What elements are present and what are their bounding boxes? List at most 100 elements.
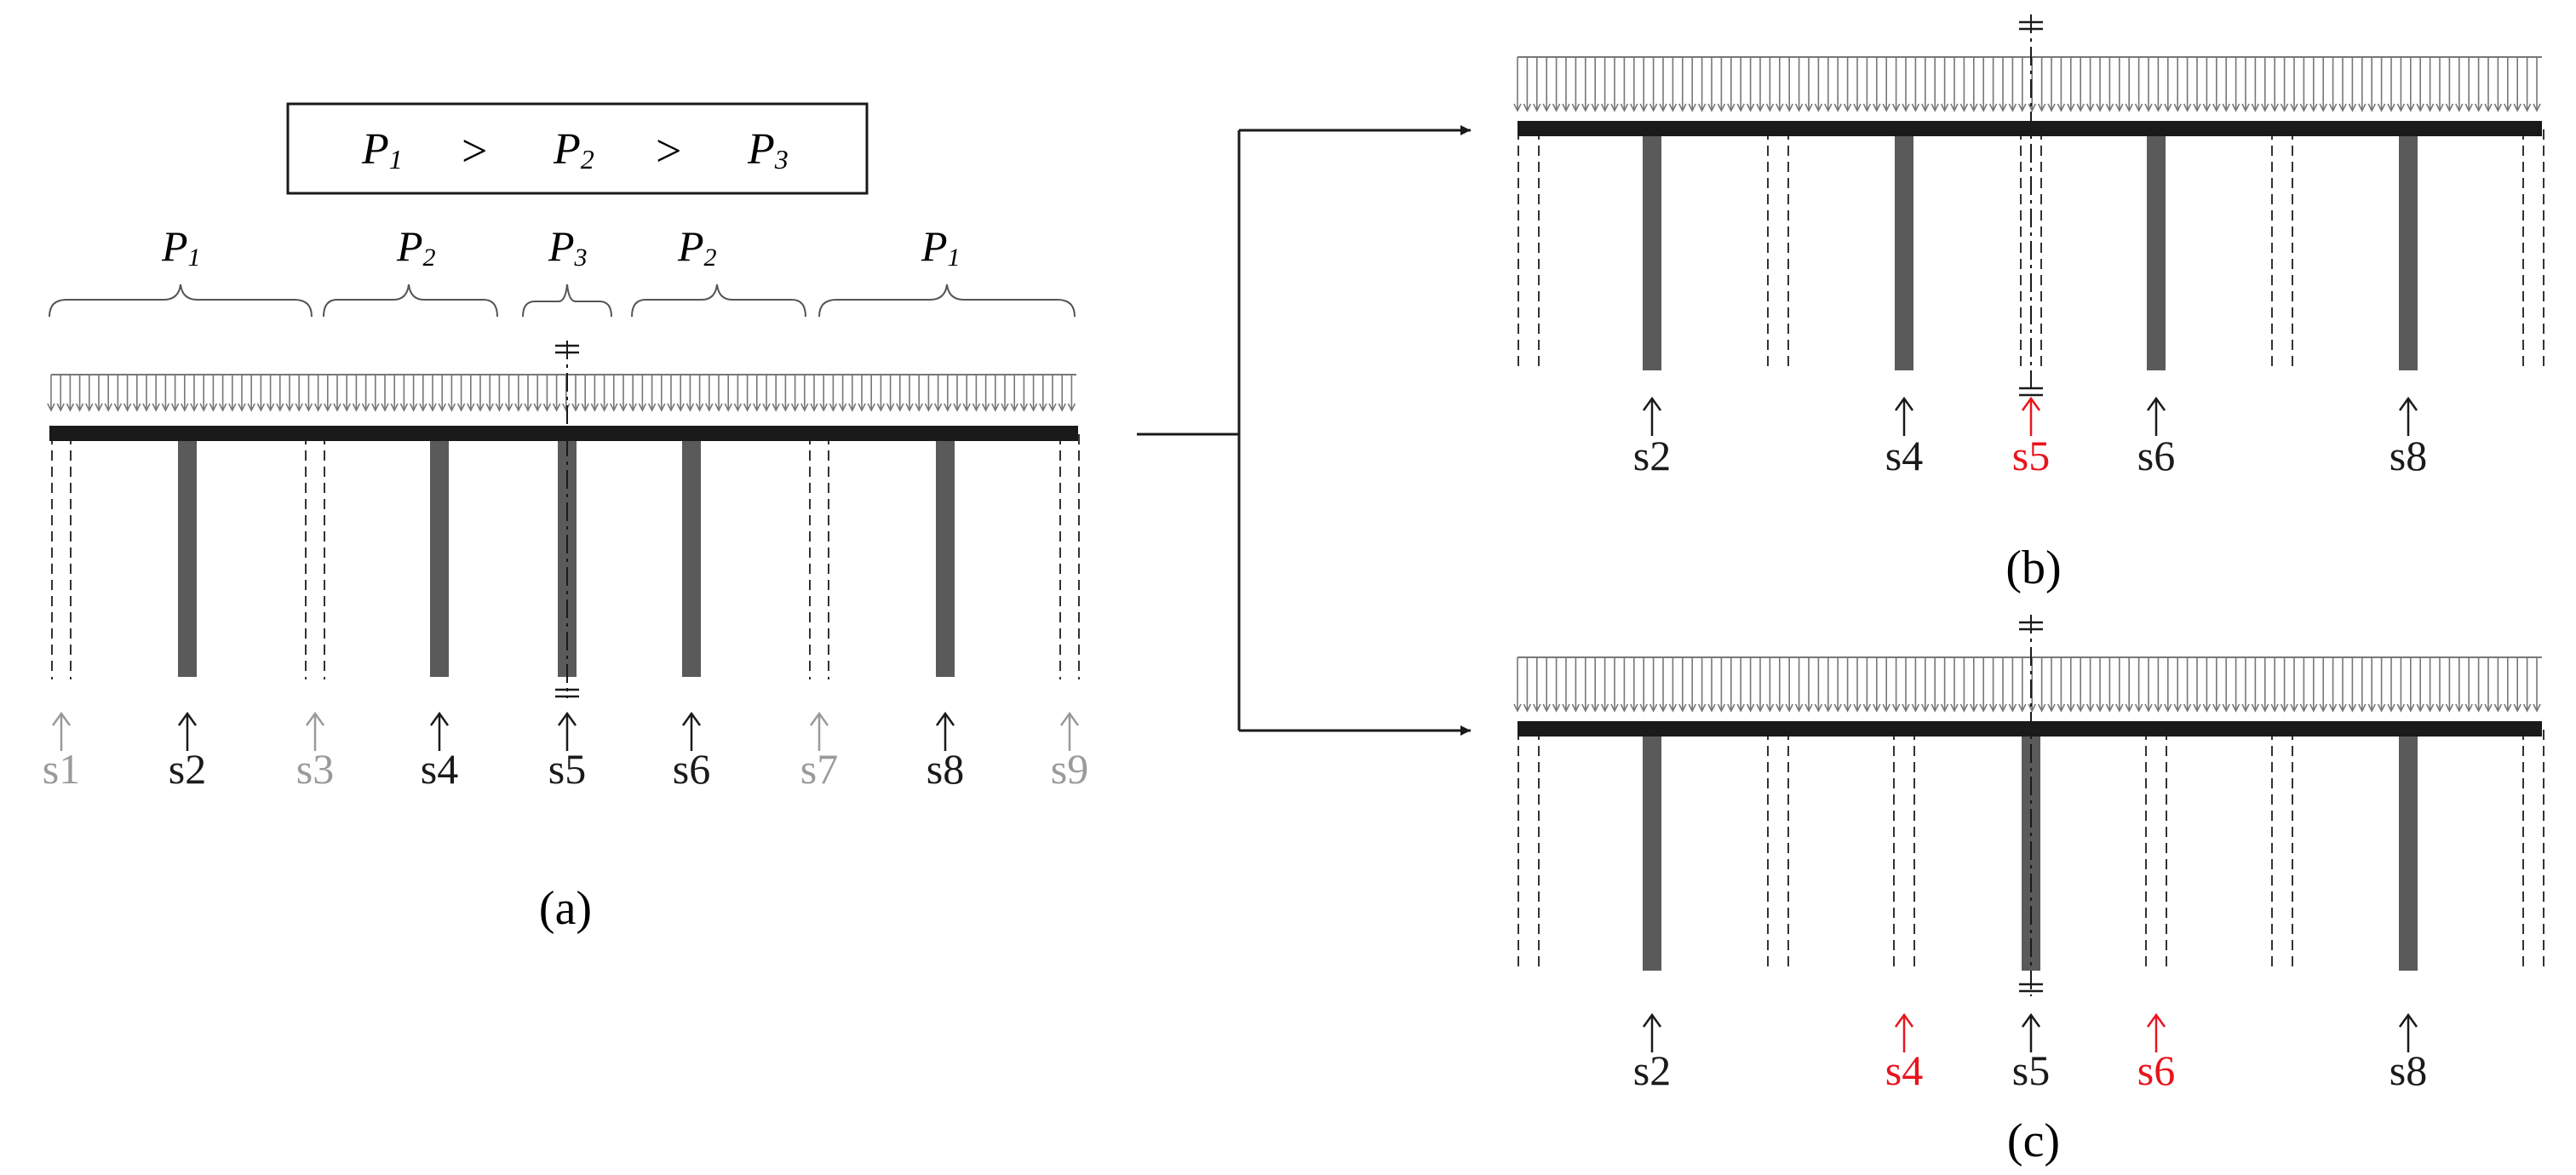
load-arrow [142,375,151,412]
load-arrow [733,375,743,412]
removed-column-outline [305,434,325,679]
load-arrow [1513,657,1522,713]
load-arrow [2076,57,2085,112]
support-arrow [305,711,325,751]
load-arrow [2445,57,2454,112]
load-arrow [161,375,170,412]
load-arrow [1765,657,1775,713]
load-arrow [1620,57,1629,112]
load-arrow [2212,57,2221,112]
svg-text:P2: P2 [677,222,717,272]
load-arrow [1843,57,1852,112]
svg-text:P1: P1 [921,222,961,272]
load-arrow [371,375,380,412]
load-arrow [1591,57,1599,112]
load-arrow [1891,57,1901,112]
load-arrow [981,375,990,412]
load-arrow [1639,657,1648,713]
load-arrow [1571,657,1581,713]
load-arrow [113,375,123,412]
load-arrow [2338,657,2347,713]
load-arrow [2261,57,2269,112]
load-arrow [705,375,714,412]
load-arrow [1921,657,1930,713]
load-arrow [1862,57,1872,112]
load-arrow [2008,657,2017,713]
load-arrow [1010,375,1018,412]
support-arrow [51,711,72,751]
load-arrow [2037,57,2046,112]
load-arrow [1824,657,1833,713]
load-arrow [533,375,542,412]
load-arrow [381,375,389,412]
load-arrow [2493,657,2503,713]
load-arrow [2202,657,2212,713]
legend-box: P1 > P2 > P3 [286,102,869,195]
column [936,426,955,677]
load-arrow [1794,657,1804,713]
load-arrow [1776,57,1784,112]
removed-column-outline [1767,129,1789,370]
load-arrow [2280,57,2289,112]
support-label: s8 [927,745,964,793]
beam [1517,721,2542,737]
zone-label-1: P1 [49,222,313,318]
removed-column-outline [2271,129,2293,370]
load-arrow [867,375,875,412]
load-arrow [447,375,456,412]
load-arrow [2270,657,2279,713]
frame-structure [1517,615,2544,996]
load-arrow [1659,657,1667,713]
load-arrow [2319,657,2327,713]
load-arrow [2435,657,2444,713]
load-arrow [1814,657,1823,713]
support-label: s1 [43,745,80,793]
load-arrow [2222,657,2230,713]
load-arrow [590,375,600,412]
load-arrow [2425,657,2435,713]
load-arrow [2280,657,2289,713]
load-arrow [2125,57,2133,112]
load-arrow [1600,57,1609,112]
legend-p2: P2 [553,125,594,175]
load-arrow [47,375,55,412]
connector-arrows [1137,125,1471,736]
load-arrow [1562,57,1570,112]
load-arrow [409,375,418,412]
load-arrow [2251,657,2260,713]
load-arrow [1921,57,1930,112]
load-arrow [2290,657,2298,713]
load-zones: P1 P2 P3 P2 P1 [49,222,1076,318]
load-arrow [2173,657,2182,713]
load-arrow [1630,57,1638,112]
load-arrow [1746,657,1755,713]
load-arrow [1659,57,1667,112]
load-arrow [324,375,332,412]
load-arrow [2202,57,2212,112]
load-arrow [1620,657,1629,713]
failed-column-outline [2145,730,2167,971]
load-arrow [2057,657,2066,713]
load-arrow [2164,57,2172,112]
load-arrow [1746,57,1755,112]
break-symbol [555,688,579,698]
column [2399,721,2418,971]
support-arrow [1894,1012,1914,1052]
load-arrow [2241,657,2250,713]
load-arrow [2299,57,2309,112]
load-arrow [1067,375,1076,412]
zone-label-2: P2 [323,222,498,318]
load-arrow [1668,657,1678,713]
load-arrow [2309,657,2318,713]
support-arrow [2021,1012,2041,1052]
load-arrow [1542,657,1551,713]
break-symbol [555,344,579,354]
load-arrow [2484,657,2493,713]
load-arrow [2513,657,2521,713]
load-arrow [133,375,141,412]
load-arrow [2067,657,2075,713]
load-arrow [1824,57,1833,112]
